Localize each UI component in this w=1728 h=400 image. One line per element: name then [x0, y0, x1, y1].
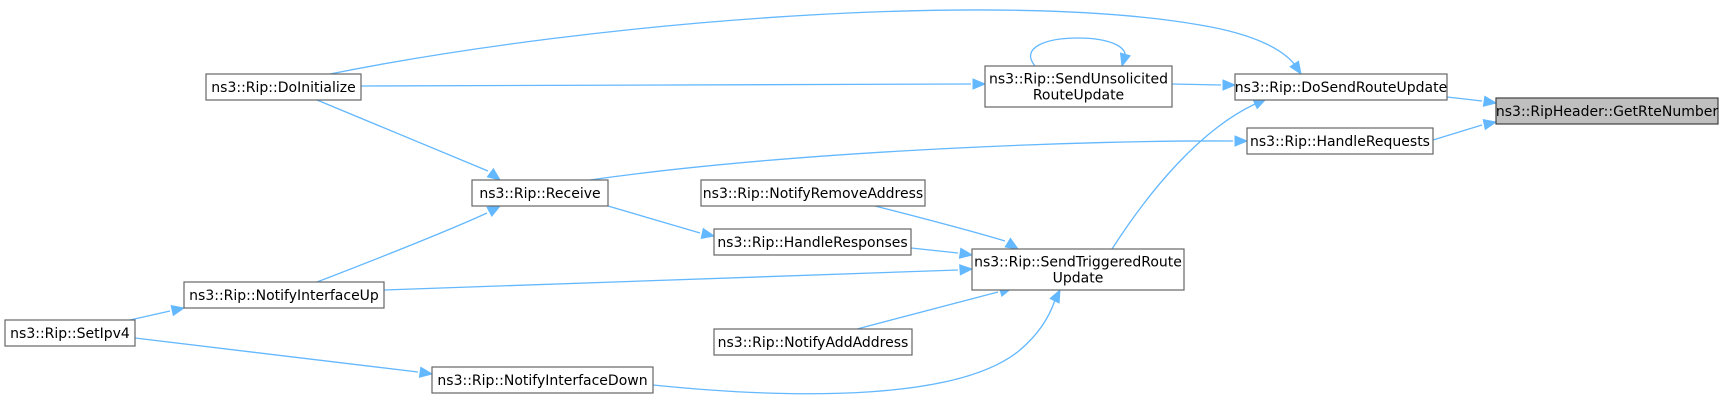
edge-line	[316, 99, 489, 172]
edge-setipv4-to-notifydown	[134, 337, 434, 378]
node-handleresp[interactable]: ns3::Rip::HandleResponses	[713, 228, 912, 256]
arrow-head	[972, 78, 987, 90]
edge-line	[1029, 37, 1126, 67]
node-box[interactable]	[183, 281, 385, 309]
node-label: Update	[1053, 271, 1104, 287]
edge-doinit-to-receive	[316, 99, 502, 181]
node-box[interactable]	[205, 73, 362, 101]
node-box[interactable]	[713, 228, 912, 256]
arrow-head	[418, 366, 434, 378]
node-setipv4[interactable]: ns3::Rip::SetIpv4	[4, 319, 136, 347]
arrow-head	[486, 167, 502, 181]
arrow-head	[958, 247, 974, 259]
node-label: ns3::Rip::DoSendRouteUpdate	[1235, 80, 1447, 96]
node-handlereq[interactable]: ns3::Rip::HandleRequests	[1246, 127, 1434, 155]
edge-handlereq-to-getrte	[1432, 118, 1498, 141]
edge-dosend-to-getrte	[1446, 95, 1498, 107]
node-box[interactable]	[984, 65, 1173, 108]
node-label: ns3::Rip::DoInitialize	[211, 80, 355, 96]
node-label: ns3::Rip::NotifyAddAddress	[718, 335, 909, 351]
edge-notifyadd-to-triggered	[856, 285, 1014, 330]
node-label: ns3::Rip::NotifyRemoveAddress	[703, 186, 923, 202]
edge-line	[134, 337, 419, 373]
edges-layer	[129, 9, 1498, 395]
node-notifyremove[interactable]: ns3::Rip::NotifyRemoveAddress	[700, 179, 926, 207]
edge-line	[360, 83, 972, 87]
edge-receive-to-handleresp	[607, 205, 716, 240]
nodes-layer: ns3::RipHeader::GetRteNumber ns3::Rip::Do…	[4, 65, 1719, 394]
edge-line	[652, 299, 1056, 395]
node-label: ns3::Rip::HandleResponses	[717, 235, 907, 251]
arrow-head	[486, 205, 502, 217]
arrow-head	[1289, 60, 1302, 76]
edge-doinit-to-unsolicited	[360, 78, 987, 90]
arrow-head	[1482, 95, 1498, 107]
edge-line	[1446, 96, 1483, 102]
arrow-head	[1222, 79, 1237, 91]
edge-unsolicited-to-unsolicited	[1029, 37, 1131, 68]
edge-receive-to-handlereq	[589, 135, 1249, 181]
node-box[interactable]	[471, 179, 609, 207]
node-label: ns3::Rip::Receive	[479, 186, 600, 202]
edge-line	[607, 205, 701, 234]
arrow-head	[1482, 118, 1498, 131]
node-box[interactable]	[4, 319, 136, 347]
arrow-head	[959, 264, 974, 276]
node-doinit[interactable]: ns3::Rip::DoInitialize	[205, 73, 362, 101]
edge-line	[316, 212, 488, 283]
edge-notifydown-to-triggered	[652, 288, 1061, 395]
node-box[interactable]	[971, 248, 1185, 291]
node-box[interactable]	[1495, 97, 1719, 125]
node-notifydown[interactable]: ns3::Rip::NotifyInterfaceDown	[431, 366, 654, 394]
edge-line	[910, 247, 959, 254]
node-getrte[interactable]: ns3::RipHeader::GetRteNumber	[1495, 97, 1719, 125]
node-label: ns3::Rip::SetIpv4	[10, 326, 130, 342]
node-label: ns3::Rip::SendUnsolicited	[989, 72, 1168, 88]
node-box[interactable]	[1246, 127, 1434, 155]
node-box[interactable]	[1234, 73, 1448, 101]
edge-notifyup-to-triggered	[383, 264, 974, 291]
arrow-head	[1119, 52, 1131, 68]
edge-handleresp-to-triggered	[910, 247, 974, 259]
edge-line	[874, 205, 1006, 242]
edge-notifyup-to-receive	[316, 205, 502, 283]
node-dosend[interactable]: ns3::Rip::DoSendRouteUpdate	[1234, 73, 1448, 101]
arrow-head	[1049, 288, 1061, 304]
node-box[interactable]	[700, 179, 926, 207]
node-notifyup[interactable]: ns3::Rip::NotifyInterfaceUp	[183, 281, 385, 309]
node-receive[interactable]: ns3::Rip::Receive	[471, 179, 609, 207]
edge-line	[329, 9, 1296, 75]
edge-line	[856, 291, 999, 330]
edge-line	[1432, 124, 1483, 141]
arrow-head	[1004, 237, 1020, 250]
arrow-head	[1234, 135, 1249, 147]
node-box[interactable]	[713, 328, 913, 356]
node-label: ns3::Rip::NotifyInterfaceUp	[189, 288, 379, 304]
arrow-head	[170, 304, 186, 317]
edge-line	[1111, 103, 1256, 250]
edge-unsolicited-to-dosend	[1171, 79, 1237, 91]
edge-line	[1171, 83, 1222, 86]
edge-setipv4-to-notifyup	[129, 304, 186, 321]
edge-notifyremove-to-triggered	[874, 205, 1020, 250]
node-label: RouteUpdate	[1033, 88, 1124, 104]
node-label: ns3::Rip::SendTriggeredRoute	[974, 255, 1182, 271]
node-label: ns3::Rip::HandleRequests	[1250, 134, 1430, 150]
node-label: ns3::RipHeader::GetRteNumber	[1496, 104, 1718, 120]
edge-line	[383, 269, 959, 291]
edge-triggered-to-dosend	[1111, 98, 1268, 250]
edge-line	[129, 310, 171, 321]
node-box[interactable]	[431, 366, 654, 394]
node-label: ns3::Rip::NotifyInterfaceDown	[437, 373, 647, 389]
node-notifyadd[interactable]: ns3::Rip::NotifyAddAddress	[713, 328, 913, 356]
edge-line	[589, 140, 1234, 181]
edge-doinit-to-dosend	[329, 9, 1302, 76]
arrow-head	[700, 227, 716, 240]
